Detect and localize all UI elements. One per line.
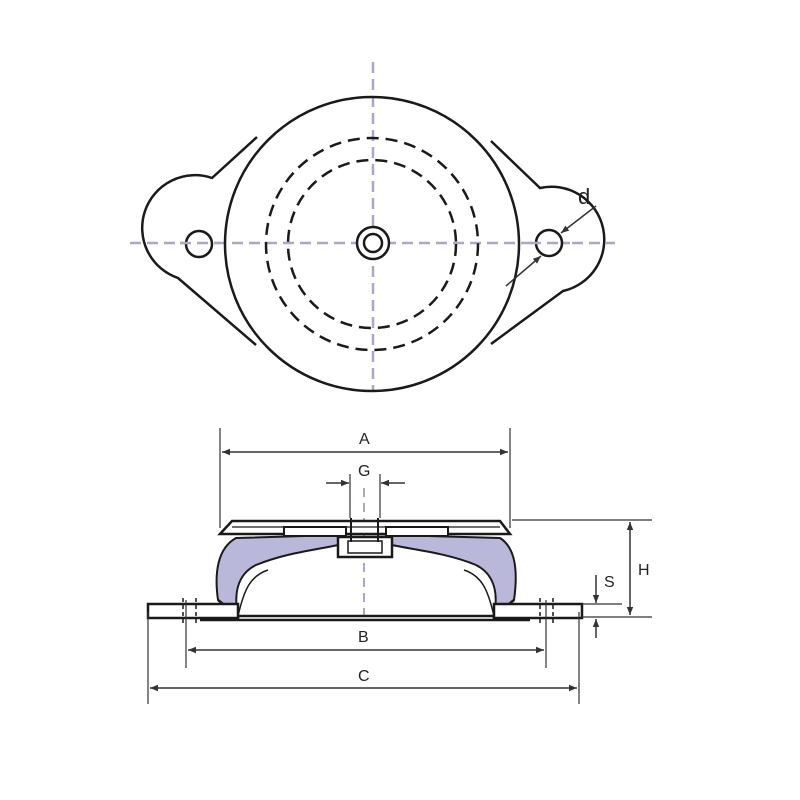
hidden-outer-circle — [264, 136, 480, 352]
label-g: G — [358, 463, 370, 480]
center-nut-inner — [347, 540, 383, 554]
left-flange — [146, 602, 240, 620]
label-a: A — [359, 431, 370, 448]
d-leader-line — [505, 255, 542, 287]
label-s: S — [604, 574, 615, 591]
side-view: A G B C H S — [146, 428, 652, 704]
d-leader-line-2 — [560, 205, 597, 234]
rubber-body-right — [391, 533, 517, 619]
right-flange — [492, 602, 584, 620]
housing-circle — [223, 95, 521, 393]
base-shell — [217, 599, 515, 618]
label-h: H — [638, 562, 650, 579]
insert-pad-left — [283, 526, 347, 537]
top-view: d — [130, 62, 615, 393]
hidden-inner-circle — [286, 158, 458, 330]
flange-outline — [140, 136, 606, 346]
label-d: d — [578, 184, 590, 209]
inner-cavity — [237, 569, 495, 617]
label-c: C — [358, 668, 370, 685]
rubber-body — [215, 533, 339, 619]
center-bolt-inner — [362, 232, 384, 254]
label-b: B — [358, 629, 369, 646]
insert-pad-right — [385, 526, 449, 537]
